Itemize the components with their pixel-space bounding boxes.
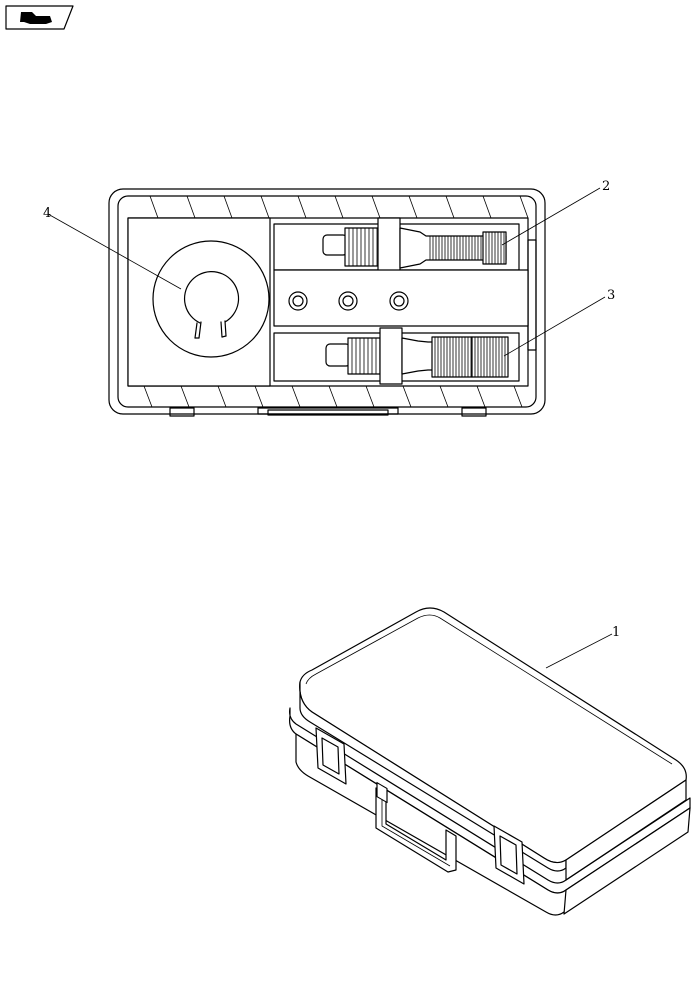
hatch-line [408,195,418,219]
hatch-line [445,195,455,219]
tool-tray-top-view [47,187,606,417]
rim-hatching [143,195,529,408]
handle [375,781,457,873]
tool-slot-lower [273,327,520,385]
hatch-line [291,385,301,408]
leader-2 [501,187,601,246]
tool-upper [322,217,507,275]
hatch-line [254,385,264,408]
callout-1: 1 [612,625,620,640]
hatch-line [297,195,307,219]
tool-slot-upper [273,217,520,275]
callout-2: 2 [602,179,610,194]
hatch-line [328,385,338,408]
tool-lower [325,327,509,385]
hatch-line [402,385,412,408]
callout-4: 4 [43,206,51,221]
hatch-line [223,195,233,219]
carry-case-isometric [289,607,691,916]
leader-3 [503,296,606,357]
hatch-line [365,385,375,408]
hatch-line [149,195,159,219]
hatch-line [186,195,196,219]
hatch-line [513,385,523,408]
ring-pocket [127,217,271,387]
hatch-line [217,385,227,408]
hatch-line [476,385,486,408]
hatch-line [519,195,529,219]
peg-holes [273,269,529,327]
hatch-line [439,385,449,408]
hatch-line [180,385,190,408]
hatch-line [260,195,270,219]
leader-1 [545,633,613,669]
leader-4 [47,213,182,290]
arrow-hand-icon[interactable] [5,5,74,30]
latch-left [315,727,347,785]
hatch-line [143,385,153,408]
hatch-line [482,195,492,219]
hatch-line [334,195,344,219]
callout-3: 3 [607,288,615,303]
hatch-line [371,195,381,219]
latch-right [493,825,525,885]
